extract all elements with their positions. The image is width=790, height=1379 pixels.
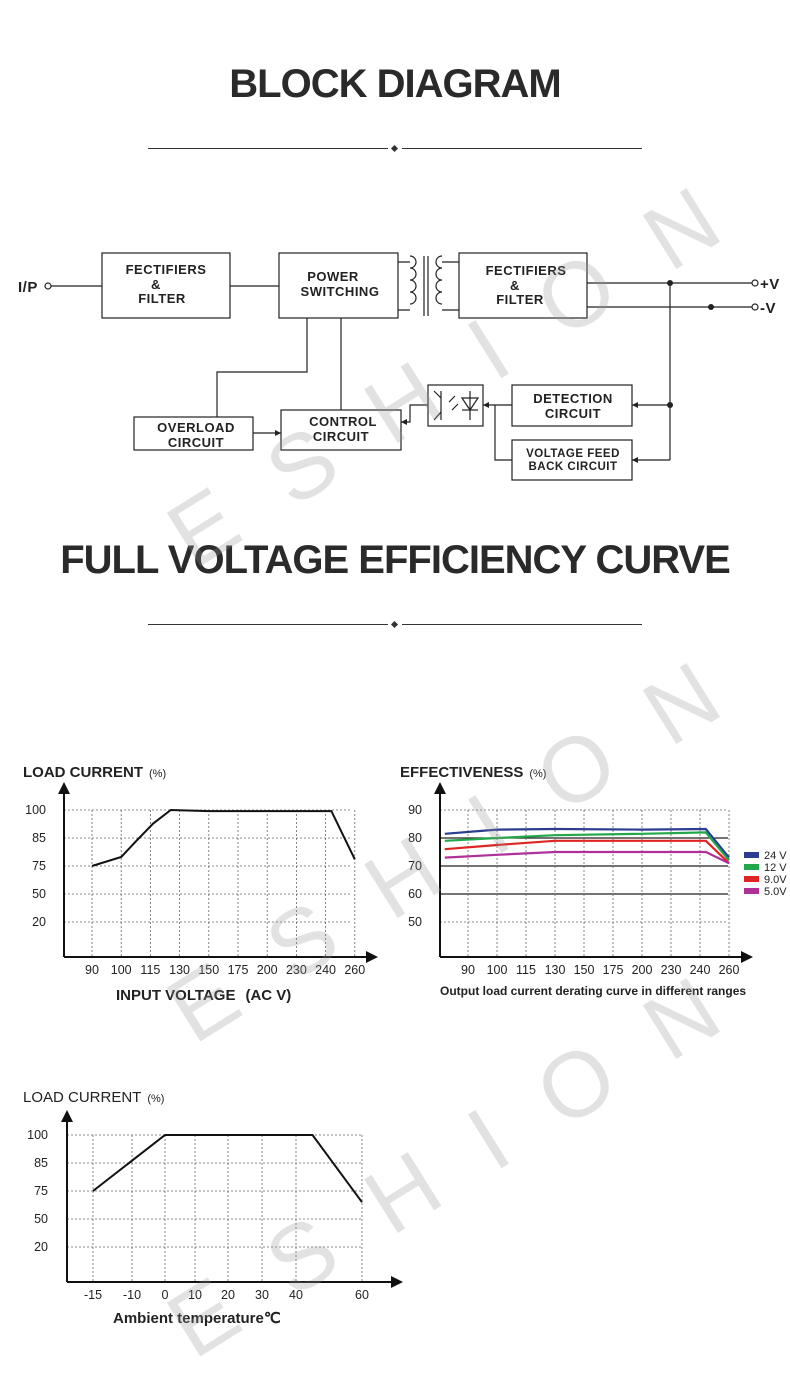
chart3-xtick: 0 — [162, 1288, 169, 1302]
chart3-xtick: -15 — [84, 1288, 102, 1302]
chart2-xlabel: Output load current derating curve in di… — [440, 984, 746, 998]
chart1-xtick: 200 — [257, 963, 278, 977]
chart2-xtick: 175 — [603, 963, 624, 977]
load-current-vs-temperature-chart: LOAD CURRENT(%) 100 85 75 50 20 -15 -10 0 10 20 3… — [23, 1089, 403, 1327]
overload-line1: OVERLOAD — [157, 420, 235, 435]
chart2-xtick: 200 — [632, 963, 653, 977]
chart1-ytick: 50 — [32, 887, 46, 901]
fectifiers-filter-box-2 — [458, 252, 588, 319]
chart2-xtick: 90 — [461, 963, 475, 977]
output-negative-label: -V — [760, 300, 776, 317]
chart3-series-line — [92, 1134, 363, 1203]
chart3-ytick: 20 — [34, 1240, 48, 1254]
load-current-vs-input-voltage-chart: LOAD CURRENT(%) 100 85 75 50 20 90 100 115 130 1… — [23, 764, 378, 1004]
chart3-xlabel: Ambient temperature℃ — [113, 1310, 281, 1327]
fect2-line3: FILTER — [496, 292, 544, 307]
chart1-xtick: 100 — [111, 963, 132, 977]
chart3-ytick: 100 — [27, 1128, 48, 1142]
fect2-line1: FECTIFIERS — [486, 263, 567, 278]
overload-line2: CIRCUIT — [168, 435, 224, 450]
chart2-xtick: 115 — [516, 963, 536, 977]
block-diagram: I/P +V -V FECTIFIERS & FILTER POWER SWIT… — [18, 252, 780, 481]
chart2-ytick: 50 — [408, 915, 422, 929]
chart2-xtick: 150 — [574, 963, 595, 977]
chart3-xtick: 40 — [289, 1288, 303, 1302]
chart3-ylabel: LOAD CURRENT(%) — [23, 1089, 164, 1106]
chart2-ytick: 60 — [408, 887, 422, 901]
chart2-ylabel: EFFECTIVENESS(%) — [400, 764, 546, 781]
chart2-legend-swatch — [744, 864, 759, 870]
control-line1: CONTROL — [309, 414, 377, 429]
chart1-xtick: 90 — [85, 963, 99, 977]
chart1-xtick: 230 — [286, 963, 307, 977]
chart1-ytick: 85 — [32, 831, 46, 845]
efficiency-curve-title: FULL VOLTAGE EFFICIENCY CURVE — [60, 538, 731, 582]
chart1-xtick: 150 — [198, 963, 219, 977]
chart1-xtick: 115 — [140, 963, 160, 977]
output-positive-label: +V — [760, 276, 780, 293]
fect1-line3: FILTER — [138, 291, 186, 306]
chart2-legend-swatch — [744, 876, 759, 882]
chart2-legend-label: 12 V — [764, 862, 787, 874]
chart2-series-line — [444, 827, 730, 859]
title-divider — [148, 144, 642, 154]
chart2-ytick: 80 — [408, 831, 422, 845]
fect1-line2: & — [151, 277, 161, 292]
chart3-xtick: -10 — [123, 1288, 141, 1302]
feedback-line2: BACK CIRCUIT — [528, 461, 617, 473]
input-label: I/P — [18, 279, 38, 296]
chart2-legend-swatch — [744, 852, 759, 858]
chart2-legend-swatch — [744, 888, 759, 894]
chart2-series-line — [444, 831, 730, 862]
title-divider-2 — [148, 620, 642, 630]
chart2-xtick: 230 — [661, 963, 682, 977]
chart3-xtick: 60 — [355, 1288, 369, 1302]
chart1-series-line — [91, 808, 356, 867]
chart3-xtick: 20 — [221, 1288, 235, 1302]
chart1-xtick: 260 — [344, 963, 365, 977]
feedback-line1: VOLTAGE FEED — [526, 448, 620, 460]
chart1-xtick: 175 — [228, 963, 249, 977]
fect2-line2: & — [510, 278, 520, 293]
chart3-xtick: 10 — [188, 1288, 202, 1302]
chart1-xlabel: INPUT VOLTAGE(AC V) — [116, 987, 291, 1004]
chart2-xtick: 130 — [545, 963, 566, 977]
power-line2: SWITCHING — [301, 284, 380, 299]
chart1-ytick: 100 — [25, 803, 46, 817]
chart2-xtick: 240 — [690, 963, 711, 977]
optocoupler-box — [427, 384, 484, 427]
chart1-ytick: 75 — [32, 859, 46, 873]
chart2-ytick: 90 — [408, 803, 422, 817]
effectiveness-chart: EFFECTIVENESS(%) 90 80 70 60 50 90 100 115 130 1… — [400, 764, 787, 998]
chart2-legend-label: 5.0V — [764, 886, 787, 898]
voltage-feedback-box — [511, 439, 633, 481]
control-line2: CIRCUIT — [313, 429, 369, 444]
chart3-ytick: 75 — [34, 1184, 48, 1198]
chart1-xtick: 240 — [315, 963, 336, 977]
chart2-xtick: 100 — [487, 963, 508, 977]
chart3-ytick: 50 — [34, 1212, 48, 1226]
chart1-ylabel: LOAD CURRENT(%) — [23, 764, 166, 781]
fect1-line1: FECTIFIERS — [126, 262, 207, 277]
chart2-ytick: 70 — [408, 859, 422, 873]
chart2-legend-label: 9.0V — [764, 874, 787, 886]
block-diagram-title: BLOCK DIAGRAM — [229, 62, 561, 106]
chart3-ytick: 85 — [34, 1156, 48, 1170]
detection-line2: CIRCUIT — [545, 406, 601, 421]
chart1-ytick: 20 — [32, 915, 46, 929]
chart2-series-line — [444, 839, 730, 864]
chart2-series-line — [444, 850, 730, 865]
chart3-xtick: 30 — [255, 1288, 269, 1302]
chart1-xtick: 130 — [169, 963, 190, 977]
power-line1: POWER — [307, 269, 359, 284]
chart2-legend-label: 24 V — [764, 850, 787, 862]
detection-line1: DETECTION — [533, 391, 613, 406]
chart2-xtick: 260 — [719, 963, 740, 977]
